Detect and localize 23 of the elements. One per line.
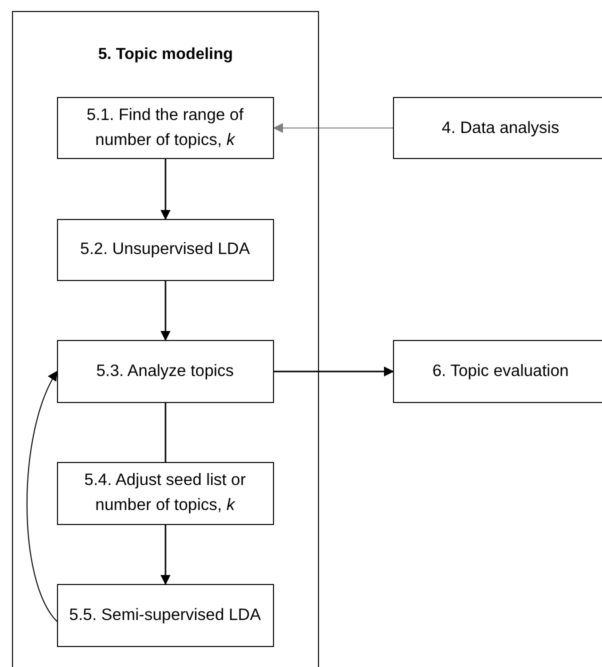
arrow [274,366,394,376]
process-box [56,218,274,280]
process-box [56,96,274,158]
process-box [56,584,274,646]
box-label: 5.3. Analyze topics [96,360,234,382]
process-box [393,340,602,403]
connector-line [164,403,166,462]
process-box [56,340,274,402]
box-label: 6. Topic evaluation [432,361,569,382]
box-label: 5.2. Unsupervised LDA [80,239,250,260]
arrow [273,123,394,133]
box-label: 5.1. Find the range of number of topics, k [86,104,244,150]
process-box [56,462,274,524]
group-frame [12,11,319,667]
box-label: 5.5. Semi-supervised LDA [69,604,261,626]
curved-arrow [26,370,58,622]
box-label: 5.4. Adjust seed list or number of topics, k [83,470,247,516]
box-label: 4. Data analysis [442,118,560,138]
process-box [393,97,602,159]
group-title: 5. Topic modeling [97,45,234,65]
arrow [160,159,170,220]
arrow [160,281,170,341]
arrow [160,525,170,585]
